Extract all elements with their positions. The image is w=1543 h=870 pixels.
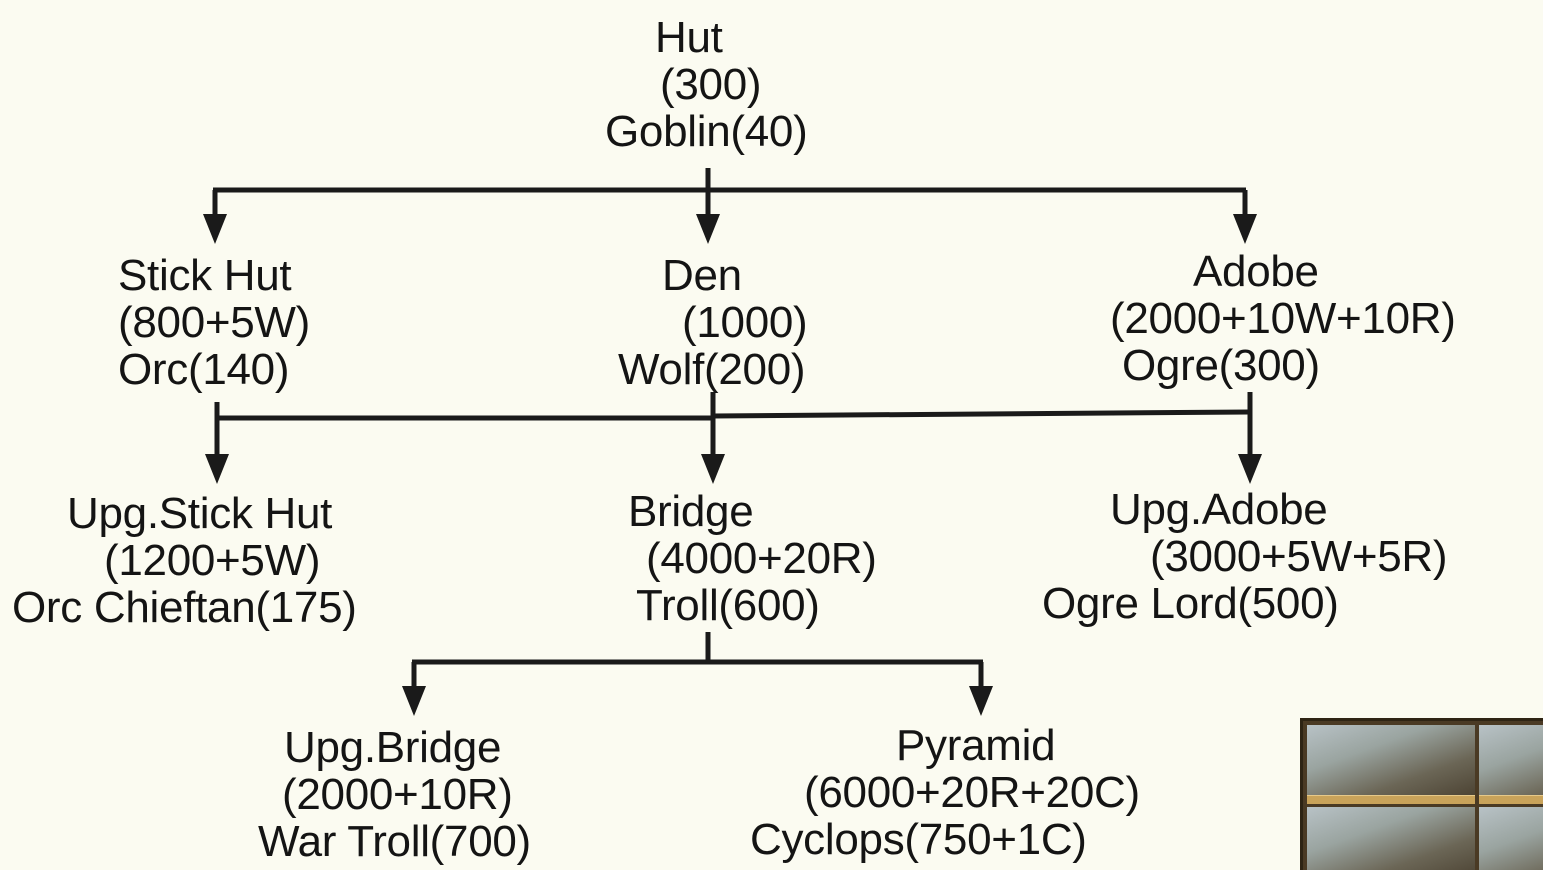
node-title: Bridge bbox=[628, 487, 754, 536]
node-den: Den (1000) Wolf(200) bbox=[618, 251, 808, 394]
node-title: Den bbox=[662, 251, 742, 300]
arrowhead bbox=[203, 214, 227, 244]
arrowhead bbox=[701, 454, 725, 484]
node-creature: Goblin(40) bbox=[605, 107, 808, 156]
node-title: Upg.Bridge bbox=[284, 723, 502, 772]
node-title: Upg.Adobe bbox=[1110, 485, 1328, 534]
node-cost: (2000+10W+10R) bbox=[1110, 294, 1456, 343]
node-cost: (3000+5W+5R) bbox=[1150, 532, 1448, 581]
node-upg-adobe: Upg.Adobe (3000+5W+5R) Ogre Lord(500) bbox=[1042, 485, 1448, 628]
node-title: Pyramid bbox=[896, 721, 1056, 770]
arrowhead bbox=[1233, 214, 1257, 244]
building-tile bbox=[1479, 807, 1543, 870]
arrowhead bbox=[969, 686, 993, 716]
node-pyramid: Pyramid (6000+20R+20C) Cyclops(750+1C) bbox=[750, 722, 1140, 863]
node-title: Hut bbox=[655, 13, 723, 62]
arrowhead bbox=[696, 214, 720, 244]
node-creature: Ogre Lord(500) bbox=[1042, 579, 1339, 628]
node-title: Adobe bbox=[1193, 247, 1319, 296]
building-tile bbox=[1307, 725, 1475, 795]
node-creature: Cyclops(750+1C) bbox=[750, 815, 1087, 864]
arrowhead bbox=[205, 454, 229, 484]
node-title: Upg.Stick Hut bbox=[67, 489, 333, 538]
building-tile bbox=[1307, 807, 1475, 870]
node-cost: (1200+5W) bbox=[104, 536, 321, 585]
node-cost: (4000+20R) bbox=[646, 534, 877, 583]
node-bridge: Bridge (4000+20R) Troll(600) bbox=[628, 488, 877, 630]
node-stick-hut: Stick Hut (800+5W) Orc(140) bbox=[118, 252, 310, 393]
tile-caption-bar bbox=[1307, 795, 1475, 804]
level2-bus-line bbox=[712, 409, 1251, 419]
town-buildings-thumbnail-icon bbox=[1300, 718, 1543, 870]
building-tile bbox=[1479, 725, 1543, 795]
node-cost: (800+5W) bbox=[118, 298, 311, 347]
node-title: Stick Hut bbox=[118, 251, 292, 300]
arrowhead bbox=[1238, 454, 1262, 484]
node-creature: War Troll(700) bbox=[258, 817, 531, 866]
node-creature: Troll(600) bbox=[636, 581, 820, 630]
node-creature: Wolf(200) bbox=[618, 345, 806, 394]
node-creature: Orc Chieftan(175) bbox=[12, 583, 357, 632]
node-cost: (6000+20R+20C) bbox=[804, 768, 1140, 817]
node-upg-stick-hut: Upg.Stick Hut (1200+5W) Orc Chieftan(175… bbox=[12, 490, 357, 631]
arrowhead bbox=[402, 686, 426, 716]
node-cost: (1000) bbox=[682, 298, 808, 347]
node-adobe: Adobe (2000+10W+10R) Ogre(300) bbox=[1110, 248, 1456, 389]
node-cost: (2000+10R) bbox=[282, 770, 513, 819]
node-creature: Orc(140) bbox=[118, 345, 290, 394]
node-upg-bridge: Upg.Bridge (2000+10R) War Troll(700) bbox=[258, 724, 531, 865]
node-cost: (300) bbox=[660, 60, 762, 109]
tile-caption-bar bbox=[1479, 795, 1543, 804]
node-hut: Hut (300) Goblin(40) bbox=[605, 13, 808, 156]
node-creature: Ogre(300) bbox=[1122, 341, 1320, 390]
